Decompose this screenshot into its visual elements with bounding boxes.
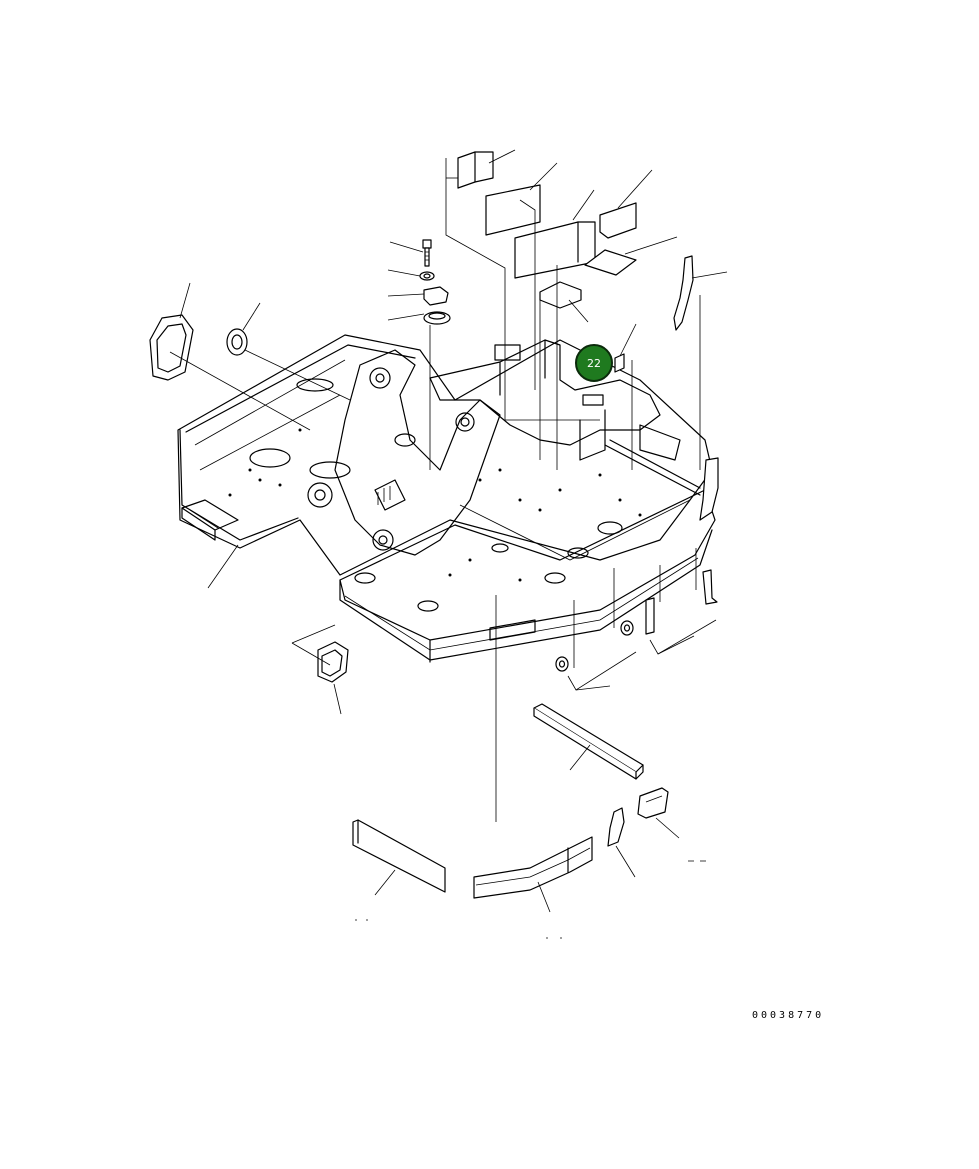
pad-4 [599, 202, 637, 239]
leader-lines [169, 149, 728, 913]
pad-5 [584, 249, 637, 276]
washer [419, 271, 435, 281]
nut-1 [555, 656, 569, 672]
grommet-left-large [149, 314, 194, 381]
frame-bolt-holes [228, 428, 642, 582]
curved-strip-right [673, 255, 719, 521]
callout-22-badge[interactable]: 22 [575, 344, 613, 382]
drawing-number: 00038770 [752, 1010, 825, 1021]
ring [423, 311, 451, 325]
pad-1 [457, 151, 494, 189]
counterweight [339, 424, 716, 663]
bar [533, 703, 644, 780]
cover-strip [473, 836, 593, 899]
nut-2 [620, 620, 634, 636]
grommet-left-small [226, 328, 248, 356]
cap [423, 286, 449, 306]
pad-3 [514, 221, 596, 279]
small-block [614, 353, 625, 373]
plate-left [352, 819, 446, 893]
clip-bottom [607, 807, 625, 847]
clips [645, 569, 718, 635]
grommet-bottom [317, 641, 349, 683]
block-bottom [637, 787, 669, 819]
boom-bracket [307, 349, 501, 556]
pad-2 [485, 184, 541, 236]
tick-marks [355, 919, 562, 939]
upper-beam [429, 339, 661, 461]
pad-6 [539, 281, 582, 309]
bolt [422, 239, 432, 267]
